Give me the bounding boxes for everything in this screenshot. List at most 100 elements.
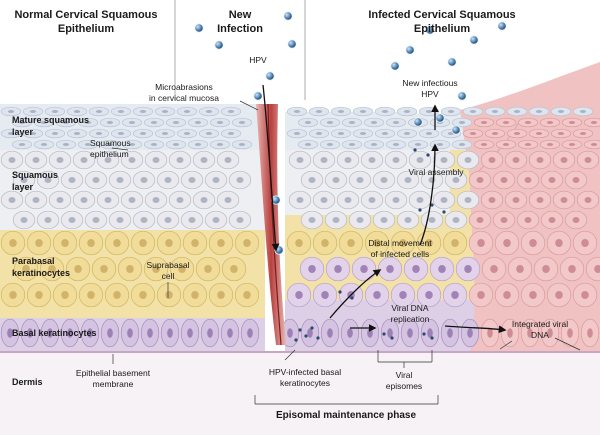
cell-nucleus (172, 121, 180, 124)
cell-nucleus (68, 217, 76, 223)
cell-nucleus (480, 143, 488, 146)
cell-nucleus (584, 157, 592, 163)
cell-nucleus (238, 143, 246, 146)
cell-nucleus (287, 328, 293, 338)
cell-nucleus (117, 132, 125, 135)
cell-nucleus (8, 197, 16, 203)
cell-nucleus (392, 157, 400, 163)
label-basement-line1: Epithelial basement (76, 368, 151, 378)
cell-nucleus (548, 177, 556, 183)
cell-nucleus (22, 264, 30, 274)
cell-nucleus (500, 217, 508, 223)
cell-nucleus (326, 121, 334, 124)
cell-nucleus (140, 177, 148, 183)
virus-particle (265, 71, 275, 81)
cell-nucleus (320, 197, 328, 203)
cell-nucleus (529, 238, 537, 248)
cell-nucleus (560, 157, 568, 163)
cell-nucleus (546, 121, 554, 124)
cell-nucleus (590, 121, 598, 124)
cell-nucleus (380, 177, 388, 183)
cell-nucleus (61, 290, 69, 300)
cell-nucleus (476, 217, 484, 223)
label-distal-line1: Distal movement (368, 238, 432, 248)
label-hpv: HPV (249, 55, 267, 65)
cell-nucleus (315, 132, 323, 135)
cell-nucleus (32, 157, 40, 163)
cell-nucleus (35, 290, 43, 300)
cell-nucleus (87, 290, 95, 300)
cell-nucleus (332, 177, 340, 183)
cell-nucleus (40, 121, 48, 124)
cell-nucleus (359, 132, 367, 135)
cell-nucleus (370, 143, 378, 146)
label-viral-episomes-line1: Viral (396, 370, 413, 380)
cell-nucleus (579, 132, 587, 135)
cell-nucleus (95, 110, 103, 113)
cell-nucleus (295, 290, 303, 300)
cell-nucleus (191, 290, 199, 300)
cell-nucleus (381, 132, 389, 135)
cell-nucleus (370, 121, 378, 124)
cell-nucleus (224, 197, 232, 203)
wound-center-line (267, 103, 282, 346)
cell-nucleus (140, 217, 148, 223)
cell-nucleus (87, 238, 95, 248)
cell-nucleus (7, 132, 15, 135)
virus-particle (447, 57, 457, 67)
cell-nucleus (368, 157, 376, 163)
cell-nucleus (381, 110, 389, 113)
label-squamous-epi-line2: epithelium (90, 149, 129, 159)
cell-nucleus (488, 157, 496, 163)
cell-nucleus (512, 197, 520, 203)
cell-nucleus (178, 264, 186, 274)
cell-nucleus (503, 290, 511, 300)
cell-nucleus (106, 121, 114, 124)
cell-nucleus (238, 121, 246, 124)
cell-nucleus (139, 290, 147, 300)
virus-particle (390, 61, 400, 71)
dermis-band (0, 352, 600, 435)
cell-nucleus (116, 217, 124, 223)
cell-nucleus (451, 290, 459, 300)
cell-nucleus (9, 290, 17, 300)
cell-nucleus (321, 238, 329, 248)
cell-nucleus (332, 217, 340, 223)
distal-arrow-2 (419, 143, 439, 246)
cell-nucleus (524, 121, 532, 124)
label-microabrasions-line2: in cervical mucosa (149, 93, 219, 103)
cell-nucleus (8, 157, 16, 163)
cell-nucleus (326, 143, 334, 146)
cell-nucleus (236, 217, 244, 223)
label-hpv-infected-line2: keratinocytes (280, 378, 330, 388)
cell-nucleus (207, 328, 213, 338)
cell-nucleus (464, 157, 472, 163)
cell-nucleus (161, 132, 169, 135)
cell-nucleus (560, 197, 568, 203)
cell-nucleus (74, 264, 82, 274)
cell-nucleus (347, 238, 355, 248)
cell-nucleus (581, 238, 589, 248)
cell-nucleus (44, 217, 52, 223)
cell-nucleus (7, 328, 13, 338)
cell-nucleus (488, 197, 496, 203)
cell-nucleus (92, 217, 100, 223)
cell-nucleus (230, 264, 238, 274)
cell-nucleus (477, 238, 485, 248)
cell-nucleus (399, 238, 407, 248)
label-episomal-phase: Episomal maintenance phase (276, 410, 416, 421)
cell-nucleus (80, 157, 88, 163)
cell-nucleus (572, 217, 580, 223)
viral-episome-dot (294, 338, 298, 342)
cell-nucleus (308, 264, 316, 274)
cell-nucleus (546, 143, 554, 146)
cell-nucleus (194, 143, 202, 146)
cell-nucleus (147, 328, 153, 338)
cell-nucleus (348, 121, 356, 124)
cell-nucleus (217, 238, 225, 248)
cell-nucleus (200, 157, 208, 163)
virus-particle (497, 21, 507, 31)
cell-nucleus (412, 264, 420, 274)
cell-nucleus (373, 290, 381, 300)
